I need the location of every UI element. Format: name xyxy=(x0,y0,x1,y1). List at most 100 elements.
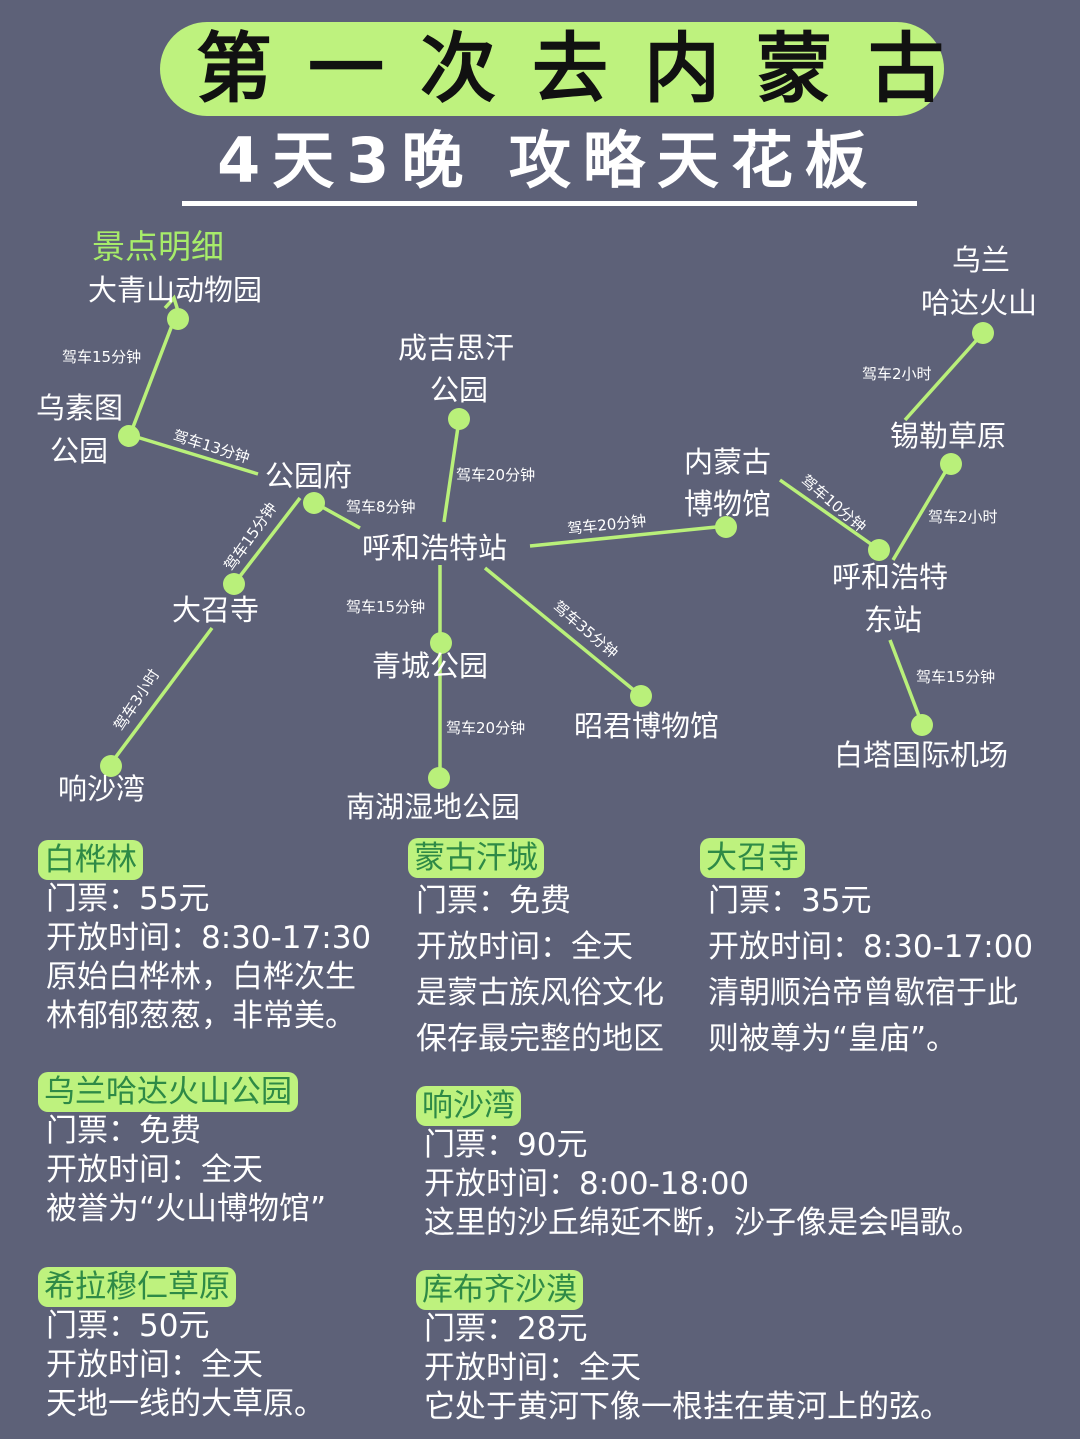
node-zhaojun xyxy=(630,685,652,707)
edge-museum-east xyxy=(778,478,880,551)
attraction-name: 库布齐沙漠 xyxy=(416,1270,583,1310)
route-edges xyxy=(113,294,985,778)
dur-xilin-volcano: 驾车2小时 xyxy=(862,365,932,383)
label-chinggis-1: 成吉思汗 xyxy=(398,331,514,365)
attraction-card: 蒙古汗城 门票：免费 开放时间：全天 是蒙古族风俗文化 保存最完整的地区 xyxy=(408,838,664,1062)
dur-station-qingcheng: 驾车15分钟 xyxy=(346,598,425,616)
duration-labels: 驾车15分钟 驾车13分钟 驾车15分钟 驾车8分钟 驾车3小时 驾车20分钟 … xyxy=(62,348,998,737)
ticket-price: 门票：35元 xyxy=(708,883,872,919)
label-qingcheng: 青城公园 xyxy=(372,649,488,683)
edge-chinggis-station xyxy=(442,419,461,523)
attraction-card: 库布齐沙漠 门票：28元 开放时间：全天 它处于黄河下像一根挂在黄河上的弦。 xyxy=(416,1270,951,1427)
node-east-station xyxy=(868,539,890,561)
label-museum-2: 博物馆 xyxy=(684,487,771,521)
dur-qingcheng-nanhu: 驾车20分钟 xyxy=(446,719,525,737)
dur-museum-east: 驾车10分钟 xyxy=(797,471,869,536)
label-dazhao: 大召寺 xyxy=(172,593,259,627)
node-airport xyxy=(911,714,933,736)
node-gongyuanfu xyxy=(303,492,325,514)
node-volcano xyxy=(972,322,994,344)
edge-station-museum xyxy=(529,524,727,548)
attraction-name: 白桦林 xyxy=(38,840,143,880)
node-xilin xyxy=(940,453,962,475)
description-line: 它处于黄河下像一根挂在黄河上的弦。 xyxy=(424,1389,951,1425)
ticket-price: 门票：90元 xyxy=(424,1127,588,1163)
label-east-1: 呼和浩特 xyxy=(832,560,948,594)
description-line: 林郁郁葱葱，非常美。 xyxy=(46,998,356,1034)
description-line: 原始白桦林，白桦次生 xyxy=(46,959,356,995)
opening-hours: 开放时间：全天 xyxy=(46,1347,263,1383)
ticket-price: 门票：28元 xyxy=(424,1311,588,1347)
edge-wusutu-gongyuanfu xyxy=(129,433,259,476)
label-airport: 白塔国际机场 xyxy=(834,738,1008,772)
route-nodes xyxy=(100,308,994,789)
edge-east-airport xyxy=(888,639,924,725)
attraction-card: 大召寺 门票：35元 开放时间：8:30-17:00 清朝顺治帝曾歇宿于此 则被… xyxy=(700,838,1033,1062)
attraction-card: 乌兰哈达火山公园 门票：免费 开放时间：全天 被誉为“火山博物馆” xyxy=(38,1072,326,1229)
attraction-name: 响沙湾 xyxy=(416,1086,521,1126)
attraction-name: 乌兰哈达火山公园 xyxy=(38,1072,298,1112)
description-line: 被誉为“火山博物馆” xyxy=(46,1191,327,1227)
edge-wusutu-zoo xyxy=(128,319,176,436)
edge-east-xilin xyxy=(891,463,952,561)
section-label: 景点明细 xyxy=(92,227,224,266)
label-east-2: 东站 xyxy=(864,603,922,637)
page-title: 第一次去内蒙古 xyxy=(196,24,980,113)
attraction-card: 响沙湾 门票：90元 开放时间：8:00-18:00 这里的沙丘绵延不断，沙子像… xyxy=(416,1086,982,1243)
description-line: 天地一线的大草原。 xyxy=(46,1386,325,1422)
dur-gongyuanfu-station: 驾车8分钟 xyxy=(346,498,416,516)
ticket-price: 门票：50元 xyxy=(46,1308,210,1344)
title-banner: 第一次去内蒙古 xyxy=(160,22,944,116)
edge-xilin-volcano xyxy=(903,331,985,422)
opening-hours: 开放时间：全天 xyxy=(46,1152,263,1188)
label-gongyuanfu: 公园府 xyxy=(265,459,352,493)
opening-hours: 开放时间：全天 xyxy=(424,1350,641,1386)
description-line: 则被尊为“皇庙”。 xyxy=(708,1021,958,1057)
node-wusutu xyxy=(118,425,140,447)
label-museum-1: 内蒙古 xyxy=(684,445,771,479)
opening-hours: 开放时间：8:30-17:30 xyxy=(46,920,372,956)
dur-wusutu-zoo: 驾车15分钟 xyxy=(62,348,141,366)
label-nanhu: 南湖湿地公园 xyxy=(346,790,520,824)
description-line: 保存最完整的地区 xyxy=(416,1021,664,1057)
edge-gongyuanfu-station xyxy=(314,501,361,530)
edge-dazhao-gongyuanfu xyxy=(232,496,302,586)
label-zhaojun: 昭君博物馆 xyxy=(574,709,719,743)
attraction-name: 希拉穆仁草原 xyxy=(38,1267,236,1307)
place-labels: 大青山动物园 乌素图 公园 公园府 大召寺 响沙湾 成吉思汗 公园 呼和浩特站 … xyxy=(36,243,1037,824)
ticket-price: 门票：免费 xyxy=(46,1113,201,1149)
label-wusutu-2: 公园 xyxy=(50,434,108,468)
label-station: 呼和浩特站 xyxy=(362,531,507,565)
label-wusutu-1: 乌素图 xyxy=(36,391,123,425)
node-zoo xyxy=(167,308,189,330)
edge-dazhao-xiangshawan xyxy=(113,626,214,760)
label-chinggis-2: 公园 xyxy=(430,373,488,407)
page-subtitle: 4天3晚 攻略天花板 xyxy=(217,124,879,197)
opening-hours: 开放时间：8:30-17:00 xyxy=(708,929,1034,965)
ticket-price: 门票：55元 xyxy=(46,881,210,917)
arrow-head-zoo xyxy=(163,294,180,312)
dur-chinggis-station: 驾车20分钟 xyxy=(456,466,535,484)
edge-station-zhaojun xyxy=(483,566,643,698)
dur-station-zhaojun: 驾车35分钟 xyxy=(549,597,621,662)
description-line: 这里的沙丘绵延不断，沙子像是会唱歌。 xyxy=(424,1205,982,1241)
dur-dazhao-gongyuanfu: 驾车15分钟 xyxy=(221,499,281,574)
dur-dazhao-xiangshawan: 驾车3小时 xyxy=(110,666,163,734)
label-zoo: 大青山动物园 xyxy=(88,273,262,307)
label-xiangshawan: 响沙湾 xyxy=(58,772,145,806)
dur-wusutu-gongyuanfu: 驾车13分钟 xyxy=(171,427,252,467)
node-xiangshawan xyxy=(100,755,122,777)
label-volcano-1: 乌兰 xyxy=(952,243,1010,277)
ticket-price: 门票：免费 xyxy=(416,883,571,919)
subtitle-underline xyxy=(182,201,917,206)
description-line: 清朝顺治帝曾歇宿于此 xyxy=(708,975,1018,1011)
attraction-card: 白桦林 门票：55元 开放时间：8:30-17:30 原始白桦林，白桦次生 林郁… xyxy=(38,840,371,1036)
node-nanhu xyxy=(428,767,450,789)
dur-station-museum: 驾车20分钟 xyxy=(567,512,648,538)
attraction-card: 希拉穆仁草原 门票：50元 开放时间：全天 天地一线的大草原。 xyxy=(38,1267,325,1424)
dur-east-xilin: 驾车2小时 xyxy=(928,508,998,526)
dur-east-airport: 驾车15分钟 xyxy=(916,668,995,686)
opening-hours: 开放时间：全天 xyxy=(416,929,633,965)
opening-hours: 开放时间：8:00-18:00 xyxy=(424,1166,750,1202)
node-museum xyxy=(715,516,737,538)
